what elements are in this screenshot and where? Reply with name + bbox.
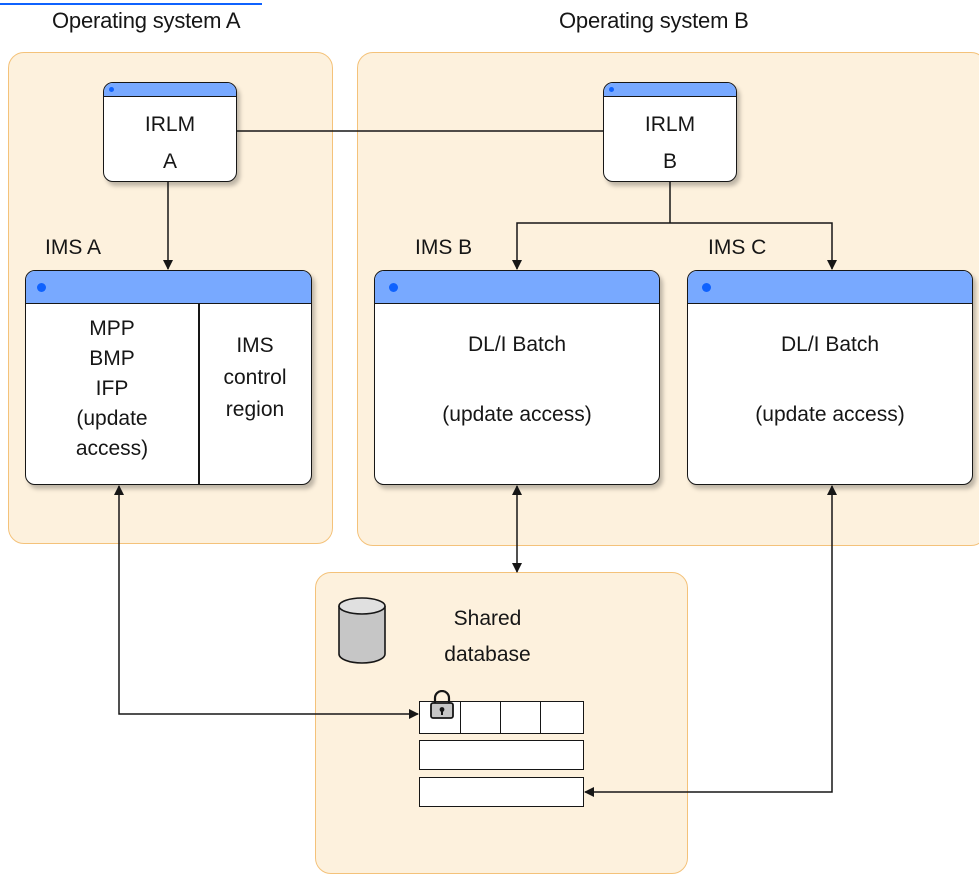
ims-a-window: MPP BMP IFP (update access) IMS control … <box>25 270 312 485</box>
ims-b-line2: (update access) <box>442 403 592 426</box>
os-a-title: Operating system A <box>52 8 241 33</box>
left-line: MPP <box>89 317 135 340</box>
left-line: BMP <box>89 347 135 370</box>
record-row <box>419 740 584 770</box>
ims-c-line1: DL/I Batch <box>780 333 880 356</box>
shared-db-line2: database <box>444 643 531 666</box>
irlm-a-line2: A <box>162 150 177 173</box>
region-divider <box>198 303 200 484</box>
header-link-fragment[interactable] <box>0 0 262 5</box>
titlebar-dot-icon <box>109 87 114 92</box>
irlm-b-window: IRLM B <box>603 82 737 182</box>
lock-icon <box>430 690 454 719</box>
titlebar-dot-icon <box>389 283 398 292</box>
left-line: access) <box>75 437 149 460</box>
right-line: region <box>225 398 285 421</box>
titlebar-dot-icon <box>702 283 711 292</box>
ims-b-line1: DL/I Batch <box>467 333 567 356</box>
ims-b-label: IMS B <box>415 236 473 259</box>
record-segment <box>540 701 584 734</box>
control-region-text: IMS control region <box>199 330 311 426</box>
right-line: control <box>223 366 287 389</box>
ims-c-window: DL/I Batch (update access) <box>687 270 973 485</box>
titlebar-dot-icon <box>609 87 614 92</box>
irlm-b-line2: B <box>662 150 677 173</box>
irlm-a-window: IRLM A <box>103 82 237 182</box>
ims-c-line2: (update access) <box>755 403 905 426</box>
titlebar <box>604 83 736 97</box>
record-segment <box>460 701 502 734</box>
ims-a-label: IMS A <box>45 236 102 259</box>
cylinder-database-icon <box>338 597 386 664</box>
titlebar-dot-icon <box>37 283 46 292</box>
ims-b-window: DL/I Batch (update access) <box>374 270 660 485</box>
irlm-b-line1: IRLM <box>644 113 696 136</box>
left-line: IFP <box>95 377 129 400</box>
titlebar <box>375 271 659 304</box>
right-line: IMS <box>236 334 274 357</box>
os-b-title: Operating system B <box>559 8 749 33</box>
titlebar <box>26 271 311 304</box>
record-segment <box>500 701 542 734</box>
left-line: (update <box>76 407 148 430</box>
ims-c-label: IMS C <box>708 236 767 259</box>
shared-db-line1: Shared <box>453 607 522 630</box>
titlebar <box>104 83 236 97</box>
irlm-a-line1: IRLM <box>144 113 196 136</box>
dependent-regions-text: MPP BMP IFP (update access) <box>26 314 198 464</box>
record-row <box>419 777 584 807</box>
titlebar <box>688 271 972 304</box>
